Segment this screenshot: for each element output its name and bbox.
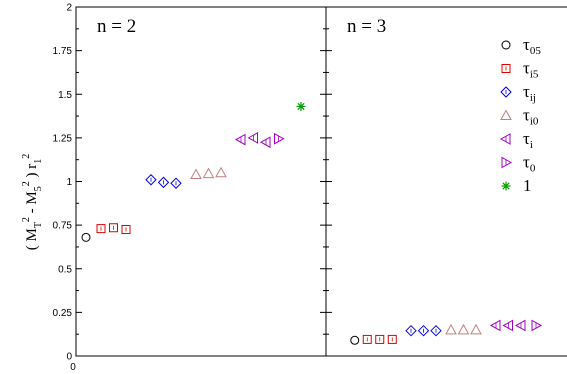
- data-point-diamond: [157, 176, 170, 189]
- legend-marker-triangle-right: [501, 156, 513, 169]
- data-point-diamond: [145, 174, 157, 186]
- data-point-triangle-right: [274, 132, 285, 145]
- panel-label: n = 2: [97, 16, 136, 37]
- data-point-circle: [81, 232, 91, 242]
- data-point-triangle-up: [215, 166, 227, 178]
- y-tick-label: 0.5: [58, 264, 72, 275]
- data-point-triangle-left: [234, 133, 246, 146]
- y-axis-title: ( MT2 - M52 ) r12: [21, 154, 44, 251]
- y-tick-label: 1.75: [53, 46, 73, 57]
- data-point-triangle-up: [202, 167, 215, 179]
- data-point-triangle-left: [502, 319, 513, 332]
- data-point-star-stroke: [297, 102, 305, 111]
- legend-marker-diamond: [500, 86, 512, 98]
- y-tick-label: 1.5: [58, 90, 72, 101]
- legend-entry: τi: [523, 129, 533, 151]
- legend-entry: 1: [523, 176, 532, 195]
- legend-marker-square: [501, 64, 511, 73]
- data-point-circle: [350, 335, 360, 345]
- data-point-triangle-left: [489, 319, 501, 332]
- y-tick-label: 1.25: [53, 133, 73, 144]
- data-point-square: [375, 334, 385, 344]
- data-point-square: [387, 334, 397, 344]
- legend-entry: τ05: [523, 35, 541, 57]
- panel-label: n = 3: [347, 16, 386, 37]
- y-tick-label: 0: [66, 352, 72, 363]
- legend-marker-triangle-up: [500, 109, 512, 120]
- data-point-triangle-up: [190, 168, 202, 180]
- x-tick-label: 0: [70, 362, 76, 373]
- data-point-triangle-up: [470, 323, 482, 335]
- legend-entry: τi0: [523, 106, 539, 128]
- data-point-square: [121, 224, 131, 234]
- data-point-diamond: [405, 324, 417, 337]
- data-point-diamond: [417, 324, 430, 337]
- data-point-triangle-up: [445, 323, 457, 335]
- data-point-triangle-up: [457, 323, 470, 335]
- data-point-square: [109, 223, 118, 233]
- y-tick-label: 2: [66, 3, 72, 14]
- y-tick-label: 0.75: [53, 221, 73, 232]
- data-point-diamond: [170, 177, 182, 189]
- legend-entry: τij: [523, 82, 536, 104]
- data-point-triangle-left: [247, 132, 258, 144]
- data-point-triangle-left: [259, 136, 271, 149]
- data-point-square: [362, 334, 372, 344]
- y-tick-label: 0.25: [53, 308, 73, 319]
- marks-layer: [81, 101, 543, 345]
- legend-marker-triangle-left: [499, 133, 511, 145]
- data-point-triangle-left: [514, 319, 526, 332]
- legend-marker-star: [501, 181, 511, 191]
- legend-marker-circle: [501, 40, 511, 50]
- data-point-square: [96, 224, 106, 234]
- data-point-diamond: [430, 324, 442, 337]
- axes-layer: 0 0.25 0.5 0.75 1 1.25 1.5 1.75 2 0 n = 2 n = 3: [53, 3, 567, 373]
- legend-entry: τi5: [523, 59, 539, 81]
- y-tick-label: 1: [66, 177, 72, 188]
- data-point-star: [296, 101, 306, 111]
- legend-entry: τ0: [523, 153, 536, 175]
- legend-marker-star-stroke: [502, 182, 510, 190]
- data-point-triangle-right: [531, 319, 543, 332]
